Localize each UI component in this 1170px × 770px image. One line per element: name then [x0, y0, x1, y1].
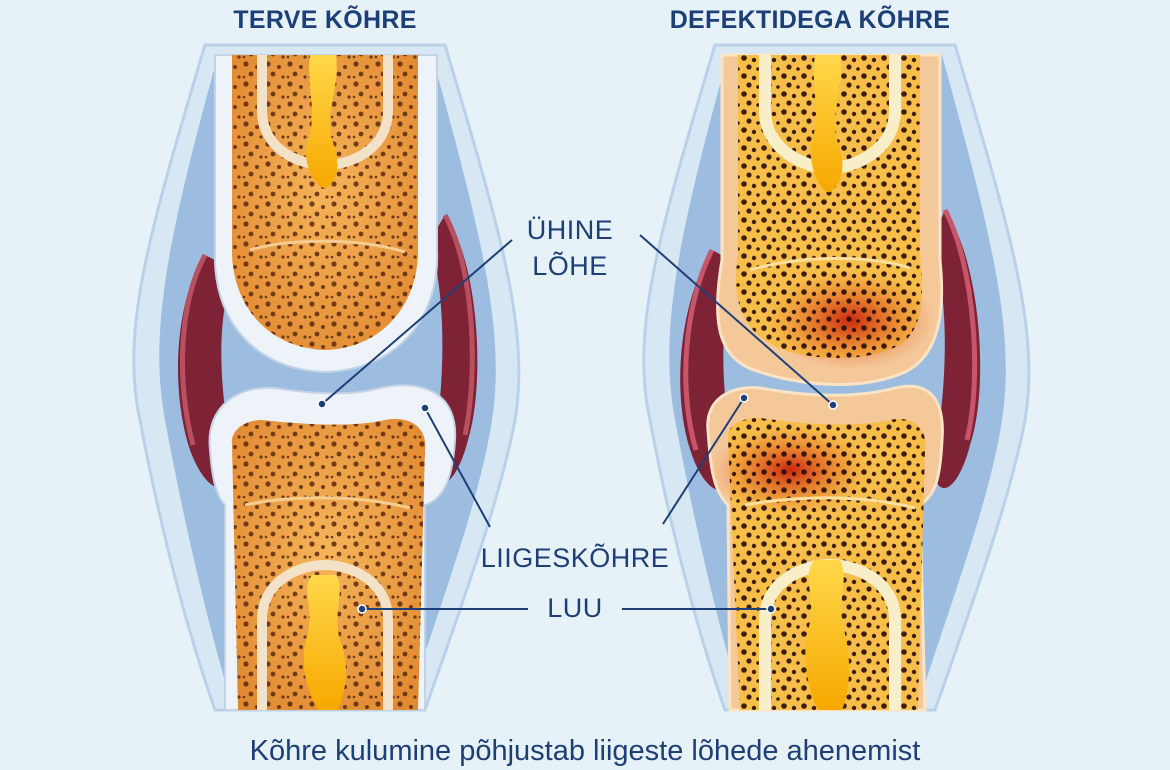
healthy-heading: TERVE KÕHRE [233, 6, 417, 34]
dot-gap-right [828, 400, 838, 410]
leader-lines [321, 234, 834, 610]
cartilage-label: LIIGESKÕHRE [480, 543, 670, 573]
healthy-upper-marrow [305, 55, 338, 189]
defective-upper-marrow [810, 55, 843, 193]
leader-gap-left [321, 239, 513, 405]
joint-gap-label-line1: ÜHINE [526, 215, 614, 245]
dot-bone-left [357, 604, 367, 614]
leader-dots [317, 393, 838, 614]
healthy-lower-marrow [303, 575, 346, 710]
joint-gap-label: ÜHINE LÕHE [495, 212, 645, 284]
dot-bone-right [766, 604, 776, 614]
dot-cartilage-right [739, 393, 749, 403]
leader-cartilage-right [662, 397, 745, 525]
dot-cartilage-left [420, 403, 430, 413]
dot-gap-left [317, 399, 327, 409]
leader-cartilage-left [424, 407, 491, 528]
healthy-joint [132, 43, 521, 712]
caption: Kõhre kulumine põhjustab liigeste lõhede… [249, 735, 921, 767]
defective-lower-marrow [805, 560, 850, 710]
joint-gap-label-line2: LÕHE [532, 251, 608, 281]
healthy-lower-shaft-cortex [257, 559, 393, 710]
defective-joint [642, 43, 1031, 712]
defective-heading: DEFEKTIDEGA KÕHRE [669, 6, 951, 34]
leader-gap-right [639, 234, 834, 406]
bone-label: LUU [547, 593, 603, 623]
